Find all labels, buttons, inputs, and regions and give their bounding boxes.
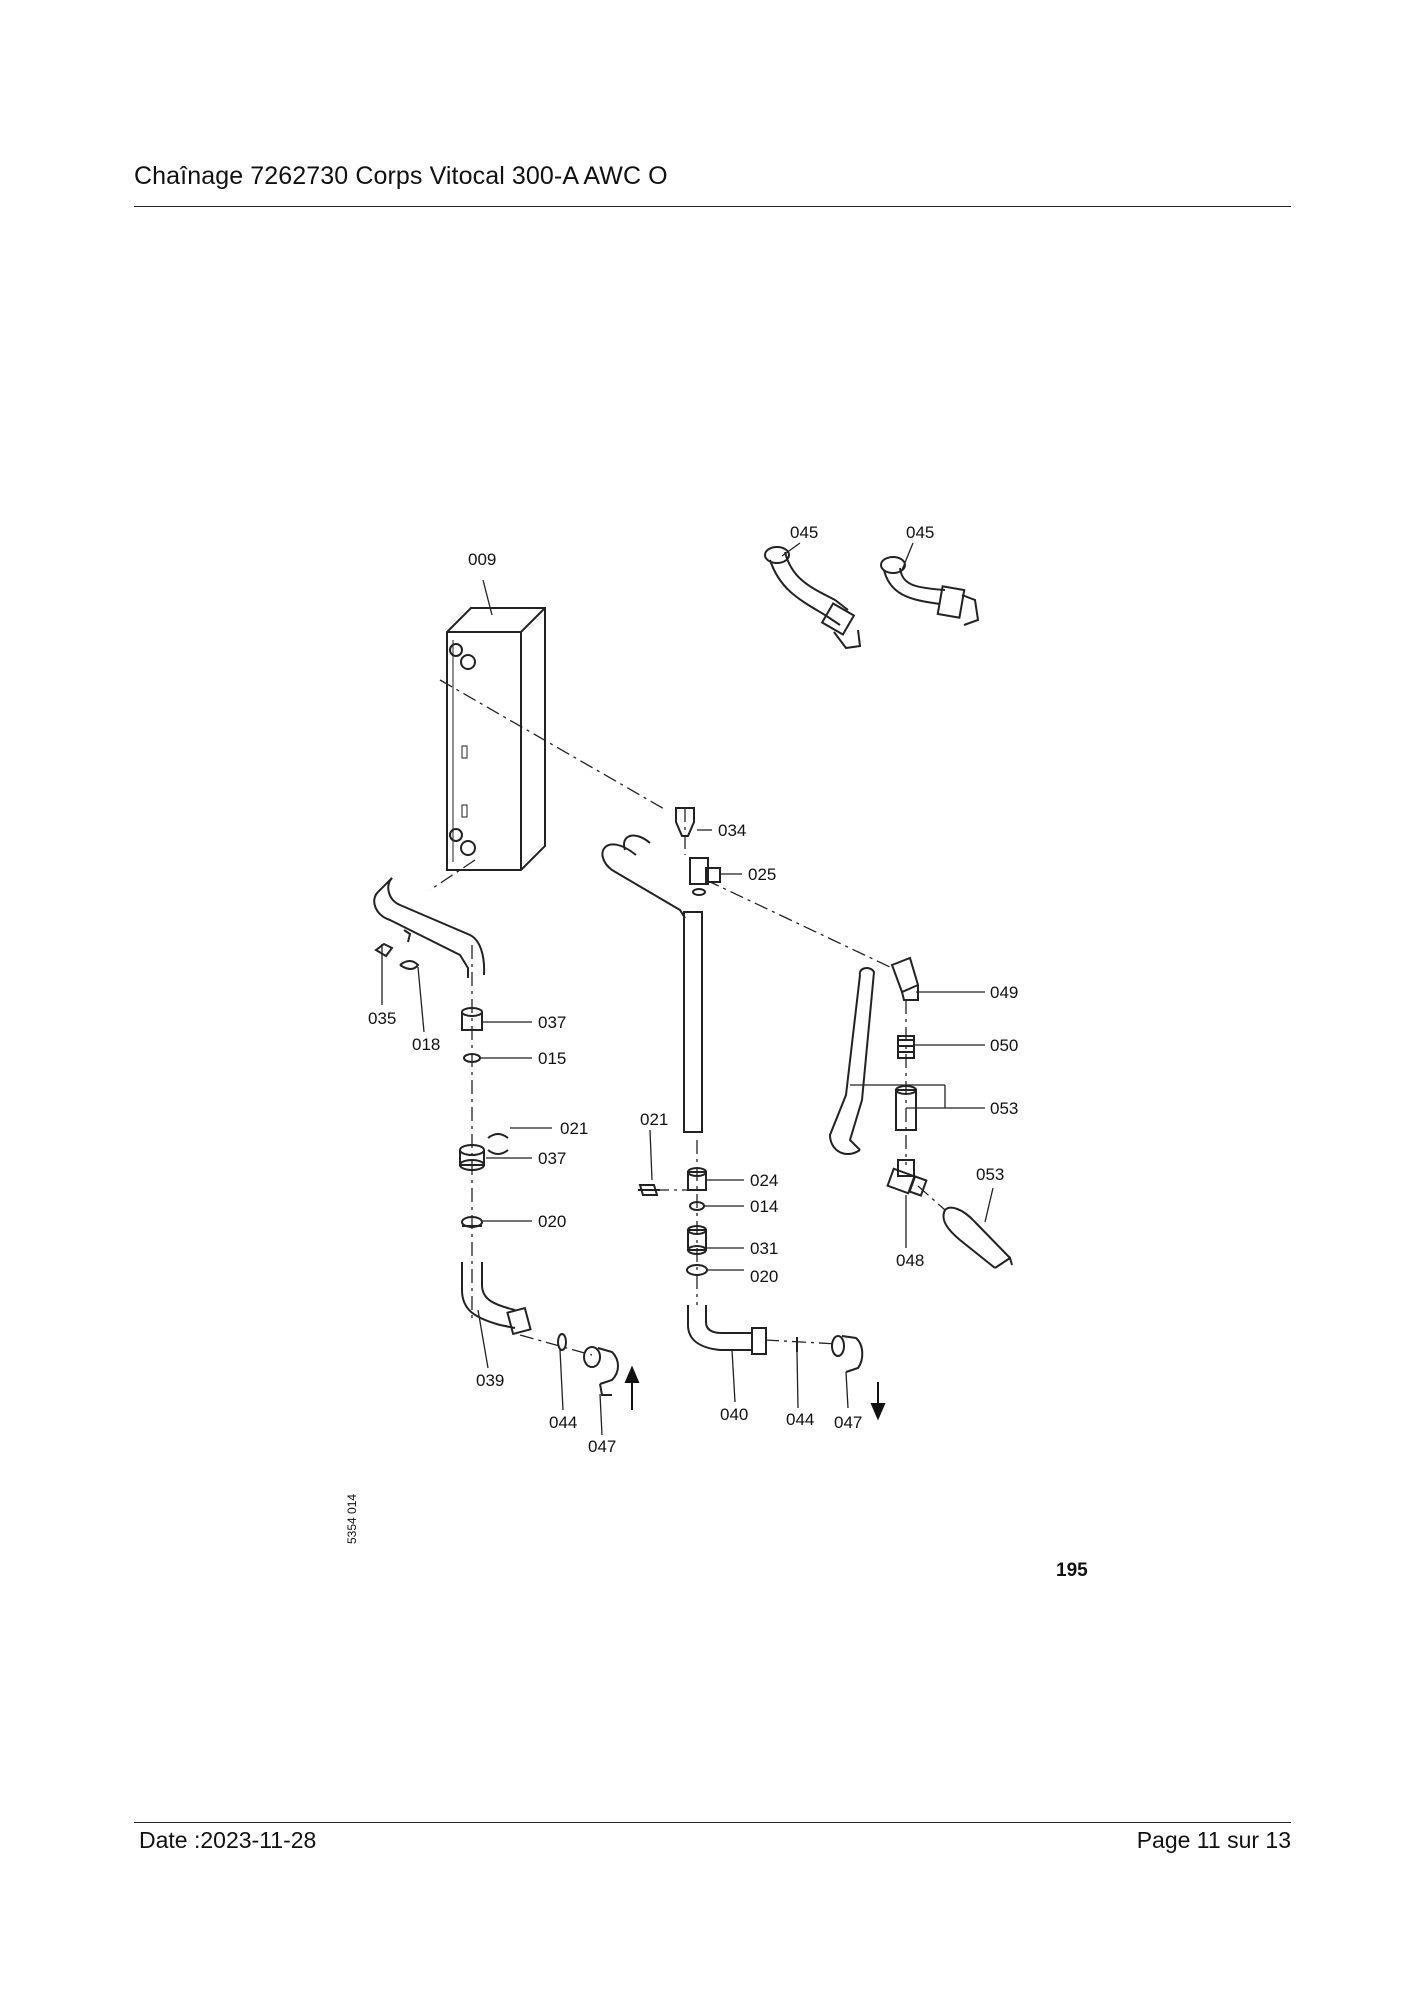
part-label-015: 015 (538, 1049, 566, 1068)
part-label-034: 034 (718, 821, 746, 840)
part-label-037: 037 (538, 1013, 566, 1032)
part-label-040: 040 (720, 1405, 748, 1424)
hose-053-long-icon (828, 967, 876, 1155)
elbow-039-lower-icon (461, 1262, 532, 1336)
part-label-018: 018 (412, 1035, 440, 1054)
vent-034-icon (675, 807, 695, 837)
hose-053-right-icon (942, 1206, 1013, 1269)
part-label-047-right: 047 (834, 1413, 862, 1432)
part-label-049: 049 (990, 983, 1018, 1002)
tee-025-icon (689, 857, 721, 896)
part-label-044-right: 044 (786, 1410, 814, 1429)
part-label-053-right: 053 (976, 1165, 1004, 1184)
part-label-025: 025 (748, 865, 776, 884)
elbow-047-right-icon (831, 1335, 864, 1373)
part-label-039: 039 (476, 1371, 504, 1390)
header-divider (134, 206, 1291, 207)
part-label-020-center: 020 (750, 1267, 778, 1286)
clip-035-icon (374, 929, 412, 958)
part-label-021: 021 (560, 1119, 588, 1138)
part-label-024: 024 (750, 1171, 778, 1190)
part-label-050: 050 (990, 1036, 1018, 1055)
footer-divider (134, 1822, 1291, 1823)
part-label-021-center: 021 (640, 1110, 668, 1129)
hose-045-right-icon (880, 556, 980, 626)
connector-037-lower-icon (459, 1133, 509, 1171)
part-label-031: 031 (750, 1239, 778, 1258)
part-label-020: 020 (538, 1212, 566, 1231)
heat-exchanger-part-icon (446, 607, 546, 871)
figure-number: 195 (1056, 1560, 1088, 1581)
part-label-048: 048 (896, 1251, 924, 1270)
elbow-040-icon (687, 1305, 767, 1355)
part-label-045-right: 045 (906, 523, 934, 542)
pipe-long-icon (601, 834, 703, 1133)
part-label-053: 053 (990, 1099, 1018, 1118)
part-label-045-left: 045 (790, 523, 818, 542)
elbow-049-icon (890, 956, 920, 1001)
figure-id: 5354 014 (345, 1494, 359, 1544)
part-label-014: 014 (750, 1197, 778, 1216)
page-title: Chaînage 7262730 Corps Vitocal 300-A AWC… (134, 162, 668, 190)
flow-arrow-down-icon (870, 1382, 886, 1421)
flow-arrow-up-icon (624, 1365, 640, 1410)
elbow-047-left-icon (583, 1346, 619, 1396)
hose-045-left-icon (764, 546, 862, 650)
tee-048-icon (886, 1159, 928, 1197)
o-ring-044-left-icon (557, 1333, 567, 1351)
part-label-047-left: 047 (588, 1437, 616, 1456)
footer-date: Date :2023-11-28 (139, 1827, 317, 1853)
part-label-037-lower: 037 (538, 1149, 566, 1168)
part-label-035: 035 (368, 1009, 396, 1028)
footer-page-number: Page 11 sur 13 (1136, 1827, 1291, 1853)
pipe-039-icon (373, 877, 486, 978)
clip-018-icon (399, 960, 420, 970)
part-label-009: 009 (468, 550, 496, 569)
part-label-044-left: 044 (549, 1413, 577, 1432)
